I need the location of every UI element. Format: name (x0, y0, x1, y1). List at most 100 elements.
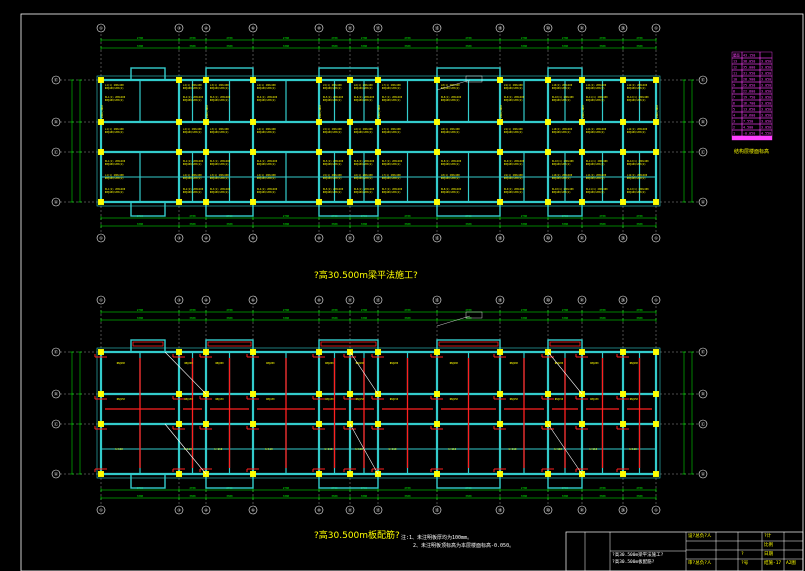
elevation-cell-text: 13 (733, 59, 737, 63)
beam-rebar-label: Φ8@100/200(2) (552, 87, 571, 90)
bottom-plan-title: ?高30.500m板配筋? (314, 531, 400, 541)
slab-rebar-label: Φ8@150 (450, 398, 459, 401)
beam-rebar-label: Φ8@100/200(2) (552, 191, 571, 194)
axis-bubble-label: ⑪ (348, 235, 352, 241)
beam-rebar-label: L4(1) 200x400 (257, 174, 276, 177)
dimension-text: 2700 (361, 36, 368, 40)
axis-bubble-label: ⑳ (546, 25, 550, 31)
elevation-cell (759, 51, 773, 59)
projection-bay (436, 473, 501, 489)
column (434, 148, 441, 155)
dimension-text: 2700 (465, 308, 472, 312)
axis-bubble (618, 295, 628, 305)
elevation-cell-text: 13.650 (743, 107, 755, 111)
beam-rebar-label: L5(1) 200x400 (323, 128, 342, 131)
column (316, 391, 323, 398)
row-bubble-label: Ⓓ (701, 119, 705, 125)
elevation-cell-text: 3.050 (761, 83, 771, 87)
beam-rebar-label: Φ8@100/200(2) (105, 163, 124, 166)
row-bubble (51, 75, 61, 85)
beam-rebar-label: L7(1) 200x400 (382, 174, 401, 177)
dimension-text: 2700 (562, 308, 569, 312)
slab-thickness-label: h=110 (214, 447, 222, 451)
column (316, 421, 323, 428)
axis-bubble-label: ⑥ (251, 508, 255, 513)
beam-rebar-label: KL9(1) 200x400 (504, 188, 525, 191)
dimension-text: 3300 (599, 222, 606, 226)
dimension-text: 2700 (599, 486, 606, 490)
axis-bubble (248, 295, 258, 305)
slab-rebar-label: Φ8@200 (555, 362, 564, 365)
dimension-text: 2700 (361, 308, 368, 312)
axis-bubble (248, 233, 258, 243)
axis-bubble (651, 233, 661, 243)
stair-diagonal (164, 423, 207, 475)
beam-rebar-label: KL5(1) 200x400 (323, 96, 344, 99)
beam-rebar-label: Φ8@100/200(2) (627, 177, 646, 180)
row-bubble-label: Ⓔ (701, 349, 705, 355)
beam-rebar-label: Φ8@100/200(2) (183, 99, 202, 102)
beam-rebar-label: L4(1) 200x400 (257, 84, 276, 87)
row-bubble (51, 147, 61, 157)
row-bubble-label: Ⓒ (701, 421, 705, 427)
parapet (132, 341, 164, 347)
column (579, 76, 586, 83)
column (175, 349, 182, 356)
dimension-text: 3300 (137, 494, 144, 498)
dimension-text: 3300 (283, 316, 290, 320)
column (434, 76, 441, 83)
beam-rebar-label: Φ8@100/200(2) (323, 163, 342, 166)
column (97, 421, 104, 428)
stair-diagonal (349, 423, 379, 475)
axis-bubble-label: ① (654, 508, 658, 513)
row-bubble-label: Ⓐ (54, 199, 58, 205)
exterior-outline (96, 347, 661, 479)
slab-rebar-label: Φ8@150 (555, 398, 564, 401)
axis-bubble (345, 233, 355, 243)
axis-bubble-label: ⑳ (546, 507, 550, 513)
column (202, 118, 209, 125)
axis-bubble (543, 505, 553, 515)
title-block-sheet-size: A2图 (786, 561, 796, 566)
dimension-text: 2700 (331, 308, 338, 312)
beam-rebar-label: KL2(1) 200x400 (183, 188, 204, 191)
beam-rebar-label: Φ8@100/200(2) (183, 191, 202, 194)
projection-bay (547, 201, 583, 217)
title-block-sheet-no: 结施-17 (764, 561, 782, 566)
column (497, 148, 504, 155)
elevation-cell-text: 3.050 (761, 107, 771, 111)
dimension-text: 2700 (189, 214, 196, 218)
dimension-text: 3300 (636, 494, 643, 498)
beam-rebar-label: Φ8@100/200(2) (441, 99, 460, 102)
beam-rebar-label: L10(1) 200x400 (552, 128, 573, 131)
dimension-text: 2700 (636, 36, 643, 40)
beam-rebar-label: Φ8@100/200(2) (586, 87, 605, 90)
axis-bubble-label: ㉑ (580, 297, 584, 303)
beam-rebar-label: L2(1) 200x400 (183, 84, 202, 87)
beam-rebar-label: L7(1) 200x400 (382, 84, 401, 87)
axis-bubble (248, 505, 258, 515)
column (202, 76, 209, 83)
column (497, 471, 504, 478)
beam-rebar-label: L5(1) 200x400 (323, 84, 342, 87)
slab-thickness-label: h=110 (389, 447, 397, 451)
column (97, 349, 104, 356)
axis-bubble (543, 23, 553, 33)
column (202, 148, 209, 155)
slab-thickness-label: h=110 (509, 447, 517, 451)
dimension-text: 3300 (137, 222, 144, 226)
dimension-text: 3300 (361, 494, 368, 498)
column (620, 349, 627, 356)
parapet (438, 341, 499, 347)
elevation-cell-text: 4 (733, 113, 735, 117)
elevation-cell-text: 3.050 (761, 77, 771, 81)
beam-rebar-label-vertical: 2Φ16;3Φ18 (101, 104, 104, 118)
axis-bubble-label: ⑪ (348, 25, 352, 31)
beam-rebar-label: Φ8@100/200(2) (627, 163, 646, 166)
projection-bay (205, 67, 254, 81)
axis-bubble (96, 505, 106, 515)
column (620, 76, 627, 83)
axis-bubble-label: ⑥ (251, 236, 255, 241)
beam-rebar-label: Φ8@100/200(2) (382, 131, 401, 134)
